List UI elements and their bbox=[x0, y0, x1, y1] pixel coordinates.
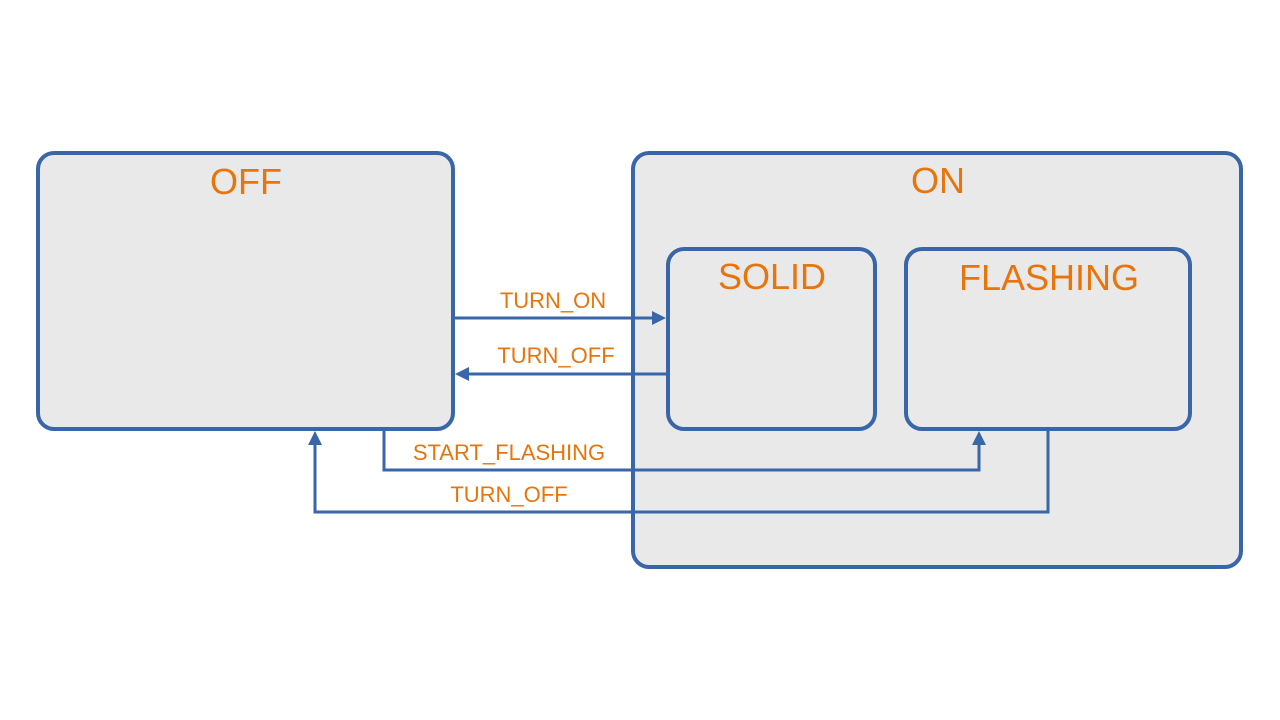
transition-turn-off-solid[interactable] bbox=[455, 367, 666, 381]
transition-turn-off-flashing-line bbox=[313, 431, 1050, 514]
state-flashing[interactable] bbox=[904, 247, 1192, 431]
transition-start-flashing-label: START_FLASHING bbox=[413, 440, 605, 465]
transition-turn-off-flashing-label: TURN_OFF bbox=[450, 482, 567, 507]
state-solid[interactable] bbox=[666, 247, 877, 431]
transition-turn-on-label: TURN_ON bbox=[500, 288, 606, 313]
transition-turn-off-solid-label: TURN_OFF bbox=[497, 343, 614, 368]
state-flashing-label: FLASHING bbox=[959, 257, 1139, 298]
state-solid-label: SOLID bbox=[718, 256, 826, 297]
arrowhead-up-icon bbox=[972, 431, 986, 445]
transition-start-flashing-line bbox=[382, 431, 981, 472]
arrowhead-left-icon bbox=[455, 367, 469, 381]
state-off-label: OFF bbox=[210, 161, 282, 202]
arrowhead-up-icon bbox=[308, 431, 322, 445]
transition-start-flashing[interactable] bbox=[382, 431, 986, 472]
transition-turn-on[interactable] bbox=[455, 311, 666, 325]
transition-turn-off-flashing[interactable] bbox=[308, 431, 1050, 514]
state-off[interactable] bbox=[36, 151, 455, 431]
arrowhead-right-icon bbox=[652, 311, 666, 325]
state-on-label: ON bbox=[911, 160, 965, 201]
